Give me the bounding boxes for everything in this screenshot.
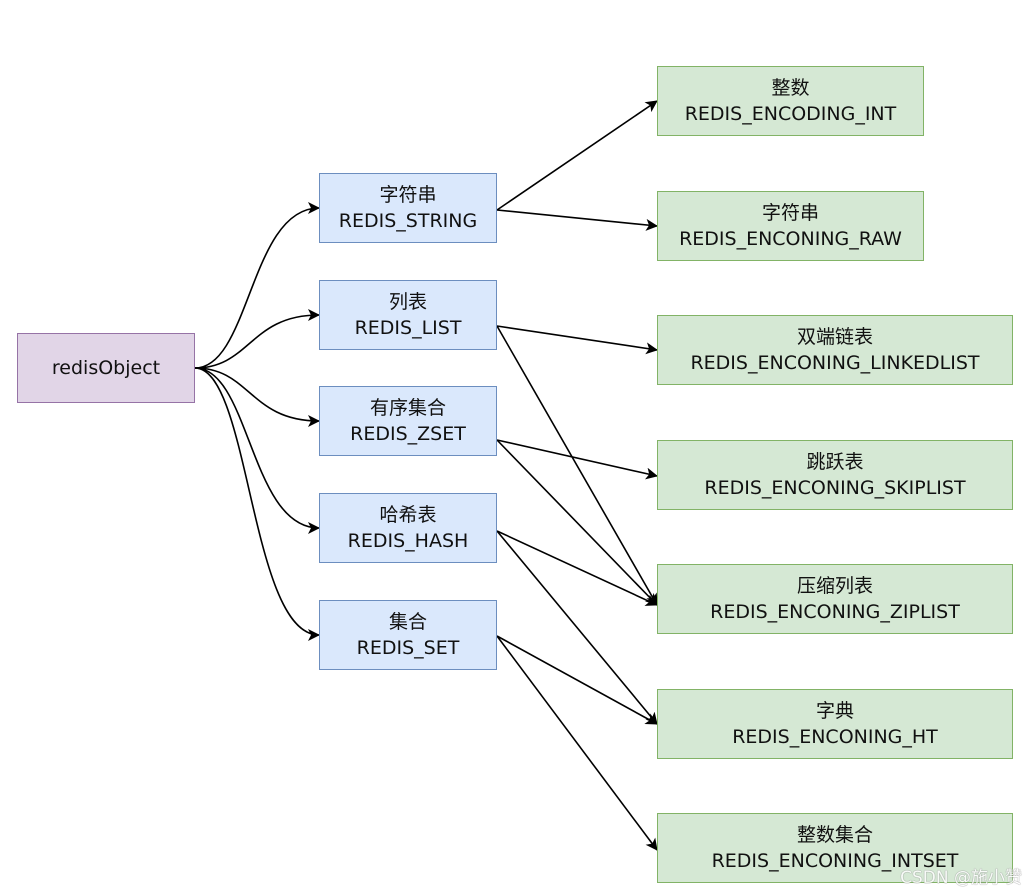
type-node-code: REDIS_HASH: [347, 530, 469, 552]
type-node-code: REDIS_LIST: [354, 317, 462, 339]
type-node-code: REDIS_SET: [356, 637, 460, 659]
encoding-node-label: 双端链表: [796, 326, 873, 348]
edge-type-0-to-encoding-1: [496, 209, 658, 231]
type-node-list[interactable]: 列表 REDIS_LIST: [319, 280, 497, 350]
type-node-string[interactable]: 字符串 REDIS_STRING: [319, 173, 497, 243]
edge-root-to-type-2: [194, 367, 320, 427]
encoding-node-linkedlist[interactable]: 双端链表 REDIS_ENCONING_LINKEDLIST: [657, 315, 1013, 385]
encoding-node-label: 整数集合: [796, 824, 873, 846]
encoding-node-ht[interactable]: 字典 REDIS_ENCONING_HT: [657, 689, 1013, 759]
type-node-label: 集合: [388, 611, 427, 633]
root-node-label: redisObject: [51, 357, 161, 379]
encoding-node-code: REDIS_ENCONING_LINKEDLIST: [690, 352, 980, 374]
type-node-label: 哈希表: [379, 504, 437, 526]
edge-type-4-to-encoding-0: [496, 635, 658, 725]
encoding-node-raw[interactable]: 字符串 REDIS_ENCONING_RAW: [657, 191, 924, 261]
encoding-node-code: REDIS_ENCONING_HT: [732, 726, 938, 748]
root-node-redisobject[interactable]: redisObject: [17, 333, 195, 403]
type-node-hash[interactable]: 哈希表 REDIS_HASH: [319, 493, 497, 563]
encoding-node-code: REDIS_ENCONING_ZIPLIST: [710, 601, 960, 623]
encoding-node-code: REDIS_ENCONING_SKIPLIST: [704, 477, 966, 499]
type-node-label: 列表: [388, 291, 427, 313]
edge-type-3-to-encoding-1: [496, 530, 658, 725]
type-node-label: 字符串: [379, 184, 437, 206]
encoding-node-label: 跳跃表: [806, 451, 864, 473]
edge-type-3-to-encoding-0: [496, 530, 658, 606]
encoding-node-int[interactable]: 整数 REDIS_ENCODING_INT: [657, 66, 924, 136]
encoding-node-label: 整数: [771, 77, 810, 99]
edge-root-to-type-1: [194, 309, 320, 369]
encoding-node-label: 字符串: [761, 202, 819, 224]
edge-type-2-to-encoding-0: [496, 439, 658, 480]
encoding-node-ziplist[interactable]: 压缩列表 REDIS_ENCONING_ZIPLIST: [657, 564, 1013, 634]
encoding-node-code: REDIS_ENCONING_RAW: [679, 228, 902, 250]
encoding-node-code: REDIS_ENCONING_INTSET: [711, 850, 959, 872]
encoding-node-label: 字典: [815, 700, 854, 722]
edge-type-1-to-encoding-1: [496, 325, 658, 606]
edge-type-1-to-encoding-0: [496, 325, 658, 355]
edge-root-to-type-3: [194, 367, 320, 534]
type-node-zset[interactable]: 有序集合 REDIS_ZSET: [319, 386, 497, 456]
encoding-node-code: REDIS_ENCODING_INT: [684, 103, 897, 125]
type-node-label: 有序集合: [369, 397, 446, 419]
encoding-node-intset[interactable]: 整数集合 REDIS_ENCONING_INTSET: [657, 813, 1013, 883]
type-node-set[interactable]: 集合 REDIS_SET: [319, 600, 497, 670]
edge-type-4-to-encoding-1: [496, 635, 658, 851]
edge-root-to-type-4: [194, 367, 320, 641]
edge-root-to-type-0: [194, 202, 320, 369]
csdn-watermark: CSDN @施小赞: [900, 868, 1022, 888]
edge-type-0-to-encoding-0: [496, 100, 658, 211]
type-node-code: REDIS_ZSET: [350, 423, 466, 445]
encoding-node-label: 压缩列表: [796, 575, 873, 597]
type-node-code: REDIS_STRING: [338, 210, 478, 232]
encoding-node-skiplist[interactable]: 跳跃表 REDIS_ENCONING_SKIPLIST: [657, 440, 1013, 510]
edge-type-2-to-encoding-1: [496, 439, 658, 606]
